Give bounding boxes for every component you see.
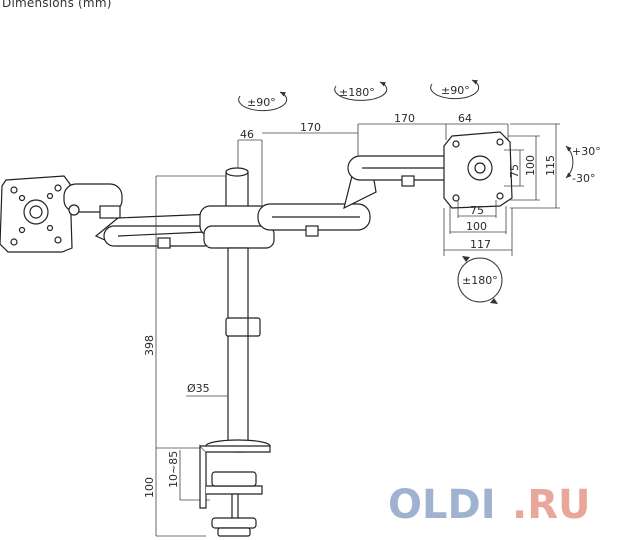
- dim-plate-height: 115: [544, 155, 557, 176]
- dim-clamp-height: 100: [143, 477, 156, 498]
- rotation-icon-right-arm: ±90°: [430, 79, 480, 100]
- watermark: OLDI .RU: [388, 482, 590, 528]
- left-vesa-plate: [0, 175, 73, 253]
- dim-arm-segment-1: 170: [300, 121, 321, 134]
- right-vesa-plate: [443, 131, 513, 209]
- rotation-label-right-arm: ±90°: [441, 84, 470, 97]
- dim-pole-height: 398: [143, 335, 156, 356]
- rotation-icon-left-arm: ±90°: [238, 91, 288, 112]
- dim-clamp-range: 10~85: [167, 451, 180, 488]
- dim-vesa-100-w: 100: [466, 220, 487, 233]
- pole-dimension-lines: [155, 175, 228, 537]
- dim-arm-segment-2: 170: [394, 112, 415, 125]
- left-arm: [94, 213, 215, 249]
- dim-pole-diameter: Ø35: [187, 382, 210, 395]
- pole: [225, 247, 261, 447]
- rotation-label-center-arm: ±180°: [339, 86, 375, 99]
- tilt-icon: +30° -30°: [565, 145, 601, 185]
- screen-rotation-label: ±180°: [462, 274, 498, 287]
- dim-plate-width: 117: [470, 238, 491, 251]
- watermark-part2: .RU: [512, 482, 590, 528]
- screen-rotation-icon: ±180°: [457, 256, 503, 304]
- clamp-base: [199, 439, 271, 537]
- dim-vesa-75-h: 75: [508, 164, 521, 178]
- left-tilt-joint: [63, 183, 123, 219]
- dim-pole-offset: 46: [240, 128, 254, 141]
- dim-head-depth: 64: [458, 112, 472, 125]
- pole-head: [199, 167, 275, 249]
- rotation-label-left-arm: ±90°: [247, 96, 276, 109]
- upper-right-arm: [347, 155, 461, 187]
- rotation-icon-center-arm: ±180°: [334, 81, 388, 101]
- dim-vesa-75-w: 75: [470, 204, 484, 217]
- diagram-title: Dimensions (mm): [2, 0, 112, 10]
- right-plate-dimension-lines: [443, 123, 560, 256]
- dim-vesa-100-h: 100: [524, 155, 537, 176]
- tilt-up-label: +30°: [572, 145, 601, 158]
- tilt-down-label: -30°: [572, 172, 595, 185]
- watermark-part1: OLDI: [388, 482, 496, 528]
